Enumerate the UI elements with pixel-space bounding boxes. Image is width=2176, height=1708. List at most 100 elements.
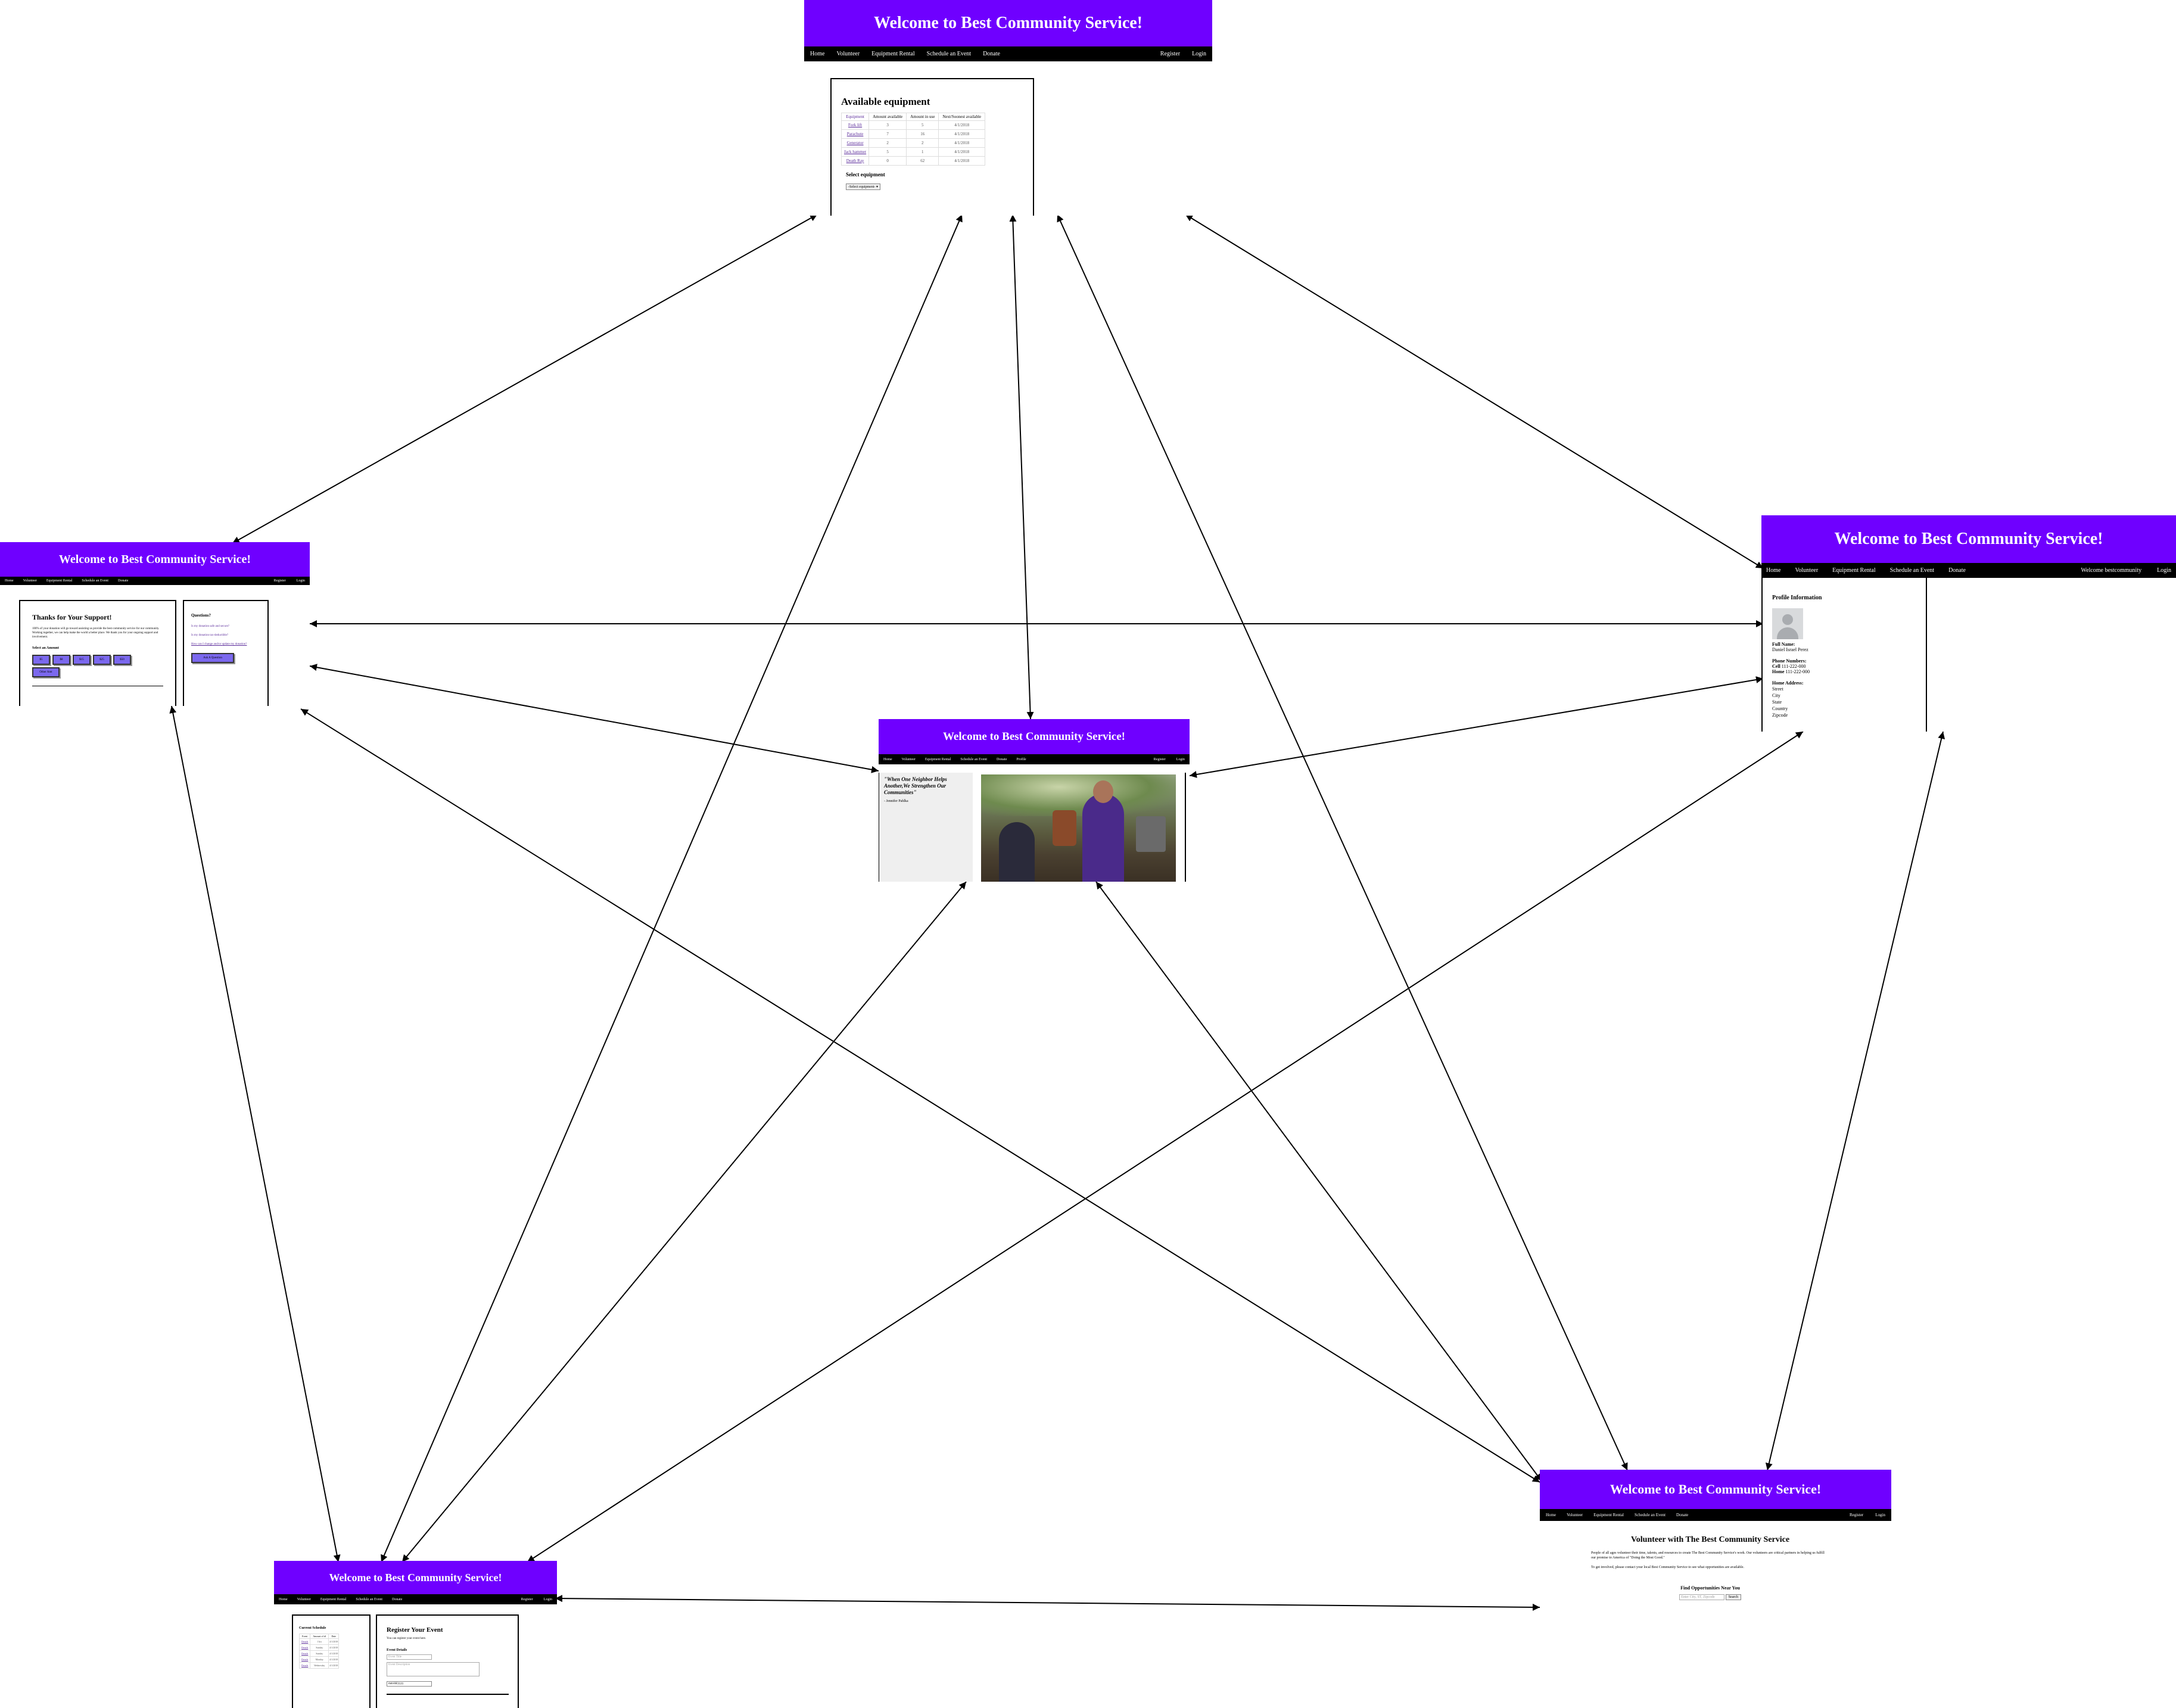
nav-donate[interactable]: Donate	[118, 579, 129, 583]
arrow-home-volunteer	[1095, 881, 1542, 1482]
arrow-donate-event	[169, 705, 341, 1563]
nav-home[interactable]: Home	[1766, 567, 1781, 574]
home-page: Welcome to Best Community Service! Home …	[879, 719, 1190, 882]
equipment-link[interactable]: Jack hammer	[840, 147, 870, 157]
nav-volunteer[interactable]: Volunteer	[836, 51, 860, 57]
profile-panel: Profile Information Full Name: Daniel Is…	[1761, 578, 1927, 732]
equipment-rental-page: Welcome to Best Community Service! Home …	[804, 0, 1212, 216]
nav-login[interactable]: Login	[296, 579, 305, 583]
nav-schedule-event[interactable]: Schedule an Event	[1889, 567, 1935, 574]
details-link[interactable]: Details	[298, 1644, 311, 1651]
nav-equipment-rental[interactable]: Equipment Rental	[320, 1597, 347, 1601]
nav-register[interactable]: Register	[521, 1597, 533, 1601]
nav-logout[interactable]: Login	[2157, 567, 2171, 574]
table-row: Details Sunday 4/1/2018	[298, 1650, 340, 1657]
table-cell: 2	[868, 138, 907, 148]
ask-question-button[interactable]: Ask A Question	[191, 653, 234, 663]
equipment-select[interactable]: -Select equipment- ▾	[846, 183, 880, 190]
nav-equipment-rental[interactable]: Equipment Rental	[1832, 567, 1876, 574]
arrow-donate-home	[309, 664, 879, 773]
nav-bar: Home Volunteer Equipment Rental Schedule…	[879, 754, 1190, 764]
cell-row: Cell 111-222-000	[1772, 664, 1916, 669]
arrow-equipment-profile	[1185, 214, 1764, 569]
cell-label: Cell	[1772, 664, 1780, 669]
nav-equipment-rental[interactable]: Equipment Rental	[871, 51, 915, 57]
nav-schedule-event[interactable]: Schedule an Event	[960, 757, 988, 761]
table-cell: 4/1/2018	[328, 1662, 340, 1669]
amount-button[interactable]: $25	[93, 655, 111, 665]
nav-home[interactable]: Home	[279, 1597, 288, 1601]
nav-home[interactable]: Home	[1546, 1513, 1556, 1517]
event-description-input[interactable]: Event Description	[387, 1662, 480, 1676]
nav-volunteer[interactable]: Volunteer	[1567, 1513, 1583, 1517]
nav-volunteer[interactable]: Volunteer	[297, 1597, 311, 1601]
details-link[interactable]: Details	[298, 1662, 311, 1669]
details-link[interactable]: Details	[298, 1638, 311, 1645]
search-button[interactable]: Search	[1725, 1594, 1741, 1600]
nav-schedule-event[interactable]: Schedule an Event	[82, 579, 109, 583]
nav-login[interactable]: Login	[543, 1597, 552, 1601]
nav-home[interactable]: Home	[883, 757, 892, 761]
table-cell: 1 hrs	[310, 1638, 329, 1645]
nav-login[interactable]: Login	[1176, 757, 1185, 761]
details-link[interactable]: Details	[298, 1650, 311, 1657]
amount-button[interactable]: $5	[32, 655, 50, 665]
equipment-link[interactable]: Parachute	[840, 129, 870, 139]
faq-link[interactable]: How can I change and/or update my donati…	[191, 643, 247, 646]
nav-register[interactable]: Register	[1160, 51, 1181, 57]
equipment-link[interactable]: Death Ray	[840, 156, 870, 166]
amount-button[interactable]: $50	[113, 655, 131, 665]
nav-donate[interactable]: Donate	[997, 757, 1007, 761]
faq-link[interactable]: Is my donation safe and secure?	[191, 625, 230, 628]
divider	[387, 1694, 509, 1695]
schedule-table: Event Amount of ttl Date Details 1 hrs 4…	[298, 1634, 340, 1669]
donate-description: 100% of your donation will go toward ass…	[32, 627, 160, 639]
nav-profile[interactable]: Profile	[1016, 757, 1026, 761]
search-input[interactable]: Enter City, ST, Zipcode	[1679, 1594, 1725, 1600]
nav-donate[interactable]: Donate	[392, 1597, 403, 1601]
nav-schedule-event[interactable]: Schedule an Event	[1634, 1513, 1666, 1517]
nav-register[interactable]: Register	[1153, 757, 1166, 761]
home-phone-row: Home 111-222-000	[1772, 669, 1916, 674]
register-subtitle: You can register your event here.	[387, 1637, 427, 1640]
nav-register[interactable]: Register	[273, 579, 286, 583]
faq-link[interactable]: Is my donation tax-deductible?	[191, 634, 229, 637]
site-banner: Welcome to Best Community Service!	[1761, 515, 2176, 563]
nav-volunteer[interactable]: Volunteer	[901, 757, 916, 761]
column-header: Date	[328, 1634, 340, 1639]
nav-volunteer[interactable]: Volunteer	[1795, 567, 1819, 574]
nav-home[interactable]: Home	[5, 579, 14, 583]
table-row: Details 1 hrs 4/1/2018	[298, 1638, 340, 1645]
nav-volunteer[interactable]: Volunteer	[23, 579, 37, 583]
table-row: Parachute 7 16 4/1/2018	[840, 129, 986, 139]
volunteer-page: Welcome to Best Community Service! Home …	[1540, 1470, 1891, 1619]
schedule-title: Current Schedule	[299, 1626, 326, 1630]
nav-equipment-rental[interactable]: Equipment Rental	[924, 757, 951, 761]
nav-equipment-rental[interactable]: Equipment Rental	[46, 579, 73, 583]
equipment-link[interactable]: Generator	[840, 138, 870, 148]
questions-title: Questions?	[191, 613, 211, 618]
nav-schedule-event[interactable]: Schedule an Event	[356, 1597, 383, 1601]
nav-home[interactable]: Home	[810, 51, 825, 57]
nav-register[interactable]: Register	[1849, 1513, 1864, 1517]
nav-donate[interactable]: Donate	[1676, 1513, 1689, 1517]
event-title-input[interactable]: Event Title	[387, 1654, 432, 1660]
nav-login[interactable]: Login	[1192, 51, 1206, 57]
other-amount-button[interactable]: Other Amt	[32, 667, 60, 677]
nav-donate[interactable]: Donate	[1948, 567, 1966, 574]
amount-button[interactable]: $8	[52, 655, 70, 665]
nav-login[interactable]: Login	[1875, 1513, 1885, 1517]
equipment-link[interactable]: Fork lift	[840, 120, 870, 130]
details-link[interactable]: Details	[298, 1656, 311, 1663]
event-date-input[interactable]: mm/dd/yyyy	[387, 1681, 432, 1687]
nav-schedule-event[interactable]: Schedule an Event	[926, 51, 972, 57]
table-cell: 4/1/2018	[328, 1650, 340, 1657]
nav-equipment-rental[interactable]: Equipment Rental	[1593, 1513, 1624, 1517]
nav-bar: Home Volunteer Equipment Rental Schedule…	[804, 46, 1212, 61]
amount-button[interactable]: $15	[73, 655, 91, 665]
schedule-event-page: Welcome to Best Community Service! Home …	[274, 1561, 557, 1708]
nav-donate[interactable]: Donate	[983, 51, 1000, 57]
divider	[1185, 773, 1186, 882]
page-title: Profile Information	[1772, 595, 1822, 601]
